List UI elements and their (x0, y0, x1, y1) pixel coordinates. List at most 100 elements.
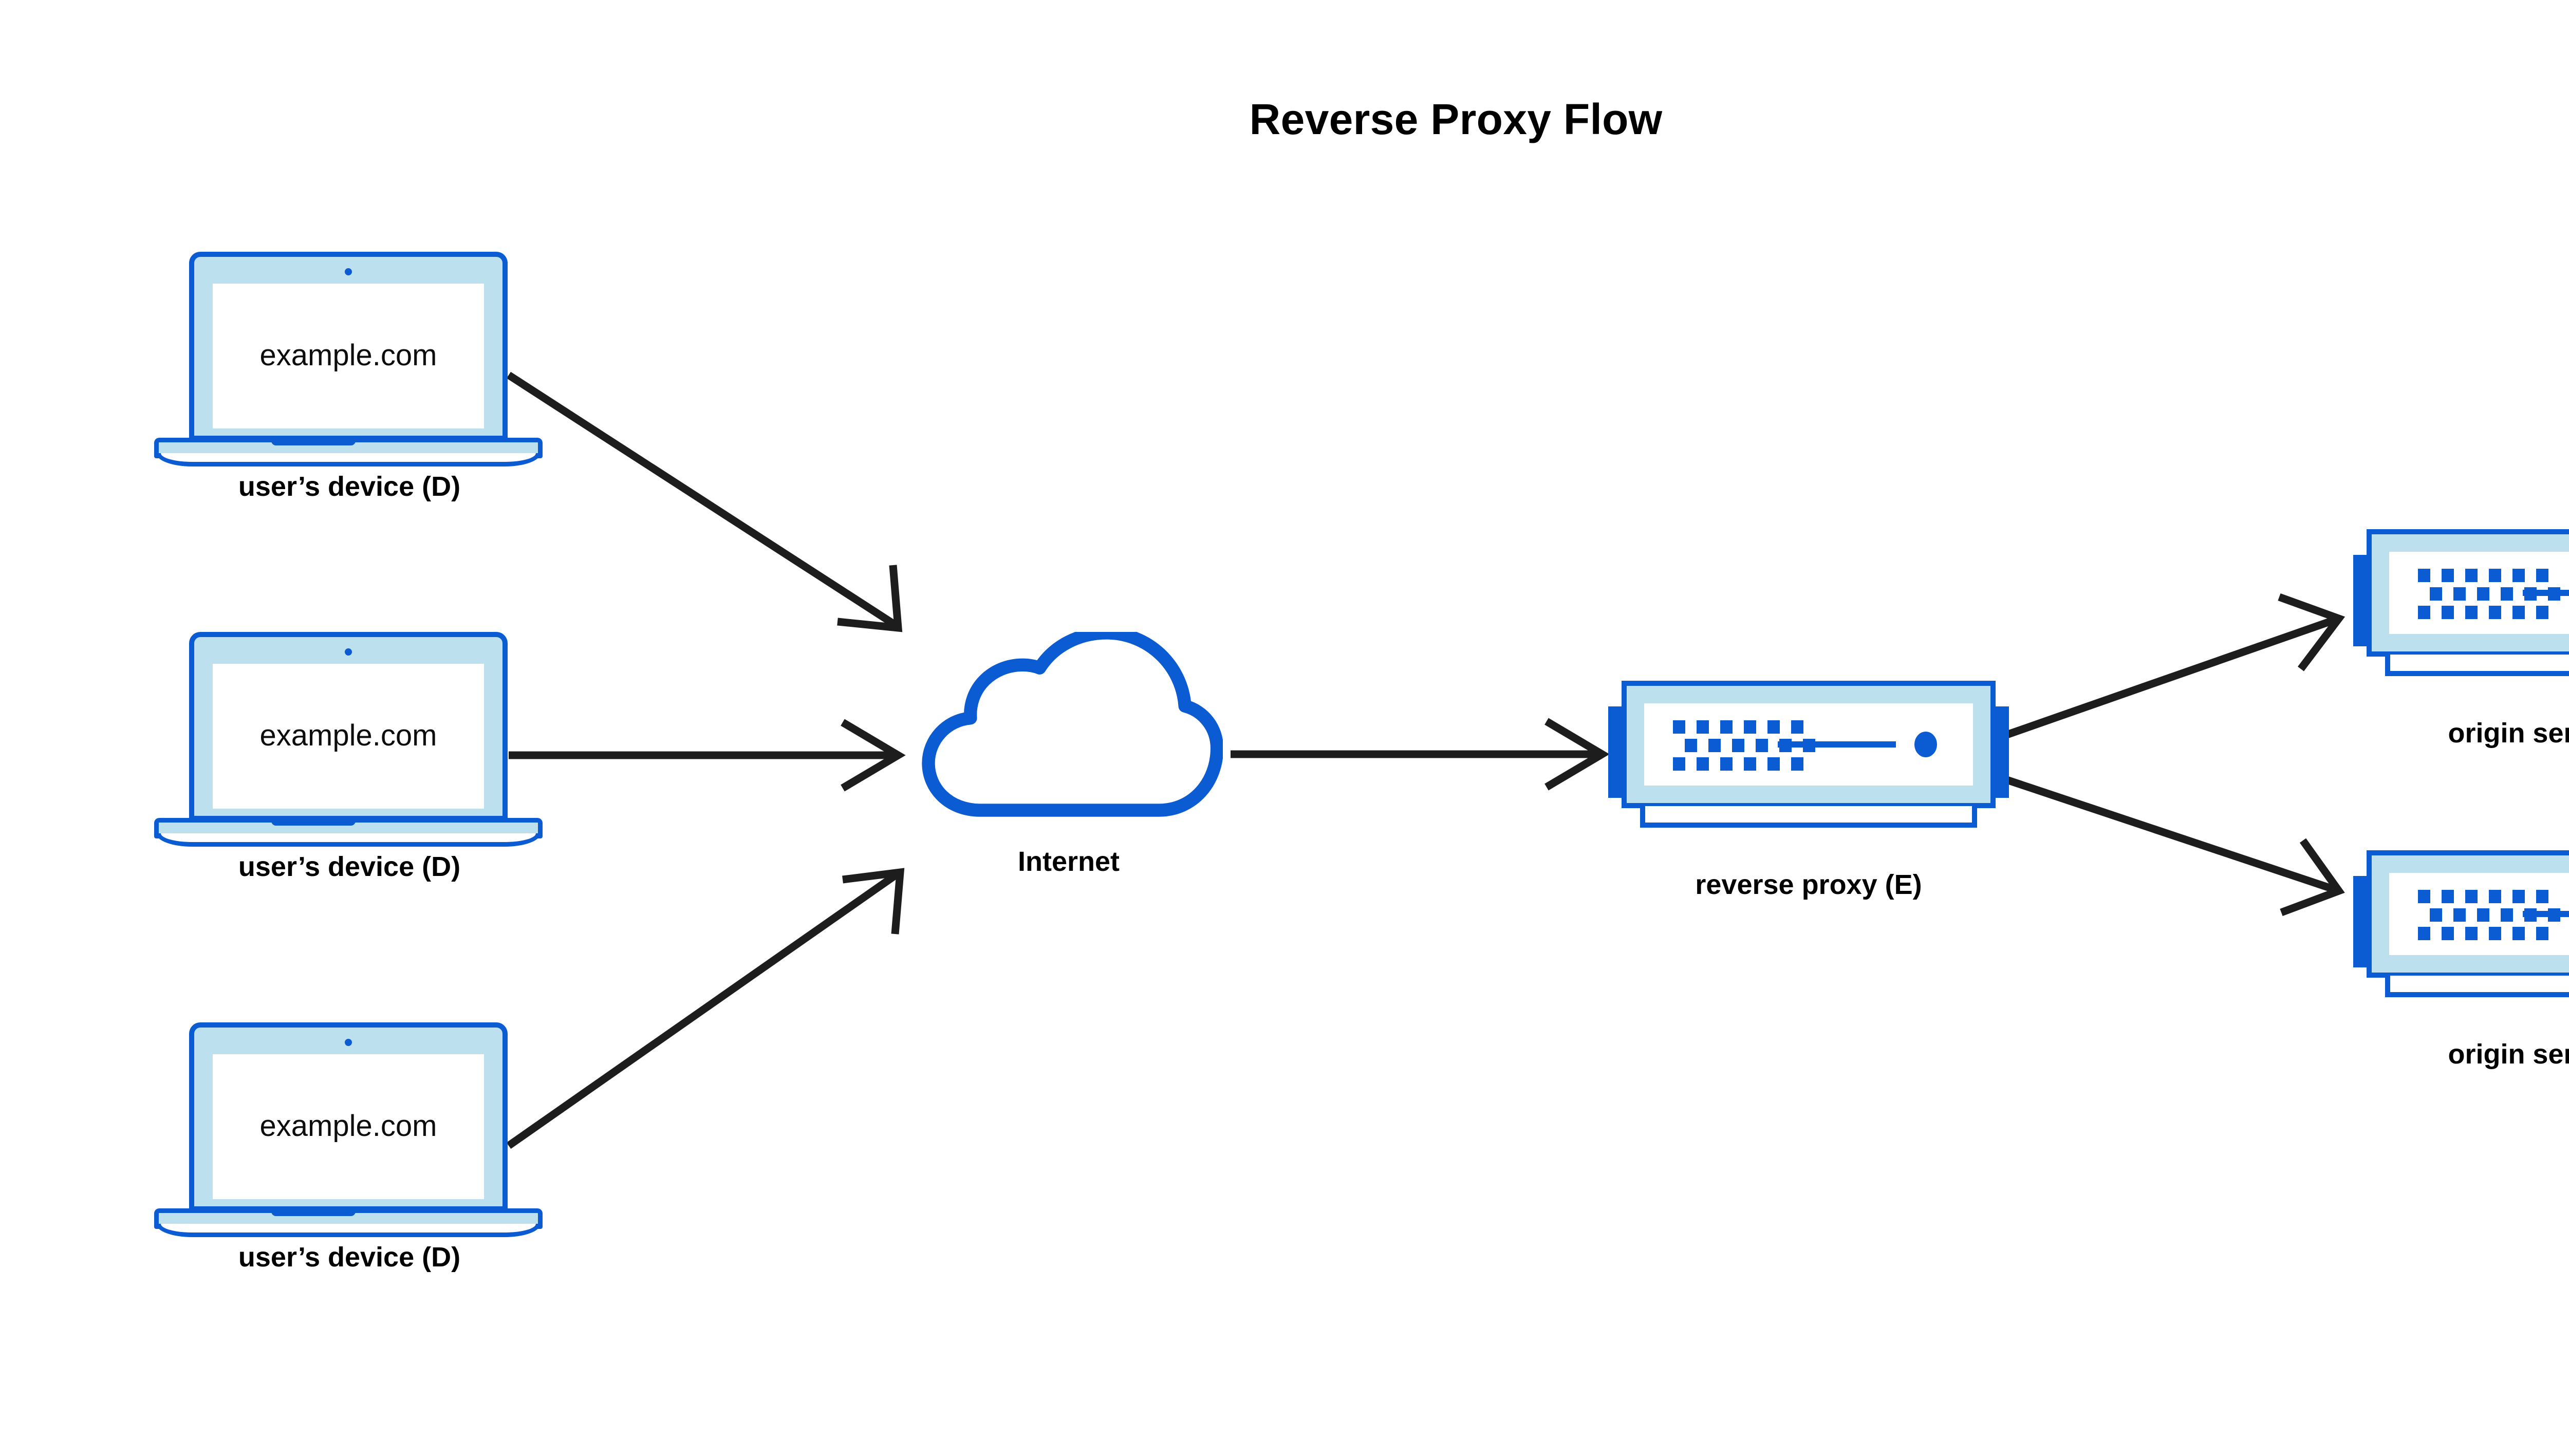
server-port (1673, 757, 1685, 771)
server-port (2512, 569, 2525, 582)
laptop-lid: example.com (189, 1022, 508, 1211)
server-port (2477, 587, 2489, 601)
flow-arrow-device2-to-internet (509, 719, 906, 792)
server-port (2477, 908, 2489, 922)
laptop-screen: example.com (213, 1054, 484, 1199)
server-port (2453, 908, 2466, 922)
server-port (2536, 569, 2548, 582)
laptop-base-foot (156, 833, 541, 847)
node-origin-server-1[interactable]: origin server (F) (2353, 529, 2569, 747)
page-title: Reverse Proxy Flow (1249, 95, 1663, 143)
server-port-row (1673, 739, 1815, 752)
server-port (1720, 757, 1733, 771)
node-caption-origin-server-2: origin server (F) (2448, 1039, 2569, 1070)
server-port-row (1673, 720, 1815, 734)
server-port (2465, 569, 2478, 582)
server-port (2465, 606, 2478, 619)
server-port (1767, 720, 1780, 734)
server-port (1673, 720, 1685, 734)
server-port (2442, 890, 2454, 903)
server-status-bar-icon (2523, 911, 2569, 917)
server-port (1744, 720, 1756, 734)
server-icon (2353, 529, 2569, 678)
server-port (1791, 757, 1803, 771)
flow-arrow-device3-to-internet (506, 868, 905, 1149)
cloud-icon-svg (922, 626, 1224, 817)
laptop-base-notch (271, 818, 356, 826)
server-port-row (1673, 757, 1815, 771)
server-port (2418, 606, 2430, 619)
server-front-panel (1644, 703, 1973, 786)
server-port (2512, 927, 2525, 940)
server-port (2512, 890, 2525, 903)
node-caption-user-device-3: user’s device (D) (238, 1242, 461, 1273)
server-chassis (2367, 529, 2569, 657)
server-port (2465, 890, 2478, 903)
server-chassis (1622, 681, 1996, 808)
laptop-base-notch (271, 438, 356, 445)
laptop-camera-icon (345, 268, 352, 275)
server-port (2536, 927, 2548, 940)
laptop-lid: example.com (189, 252, 508, 441)
node-origin-server-2[interactable]: origin server (F) (2353, 850, 2569, 1068)
laptop-icon: example.com (154, 252, 543, 466)
flow-arrow-proxy-to-origin1 (2005, 593, 2345, 739)
laptop-base-notch (271, 1208, 356, 1216)
server-port (2512, 606, 2525, 619)
server-status-bar-icon (1778, 741, 1896, 748)
server-status-bar-icon (2523, 590, 2569, 596)
server-port (1744, 757, 1756, 771)
flow-arrow-device1-to-internet (506, 371, 903, 632)
server-port-grid-icon (2418, 569, 2560, 619)
server-port (1697, 757, 1709, 771)
server-port (2489, 606, 2501, 619)
laptop-screen: example.com (213, 284, 484, 428)
node-caption-reverse-proxy: reverse proxy (E) (1695, 869, 1922, 900)
flow-arrow-proxy-to-origin2 (2005, 776, 2345, 917)
server-port (2501, 587, 2513, 601)
node-user-device-1[interactable]: example.com user’s device (D) (154, 252, 543, 500)
server-port (2465, 927, 2478, 940)
laptop-camera-icon (345, 648, 352, 656)
node-caption-user-device-1: user’s device (D) (238, 471, 461, 502)
server-port (2418, 927, 2430, 940)
server-port (2536, 890, 2548, 903)
server-port-grid-icon (1673, 720, 1815, 771)
laptop-icon: example.com (154, 632, 543, 847)
laptop-lid: example.com (189, 632, 508, 821)
server-port (2501, 908, 2513, 922)
server-port-row (2418, 606, 2560, 619)
node-caption-origin-server-1: origin server (F) (2448, 718, 2569, 749)
server-port-grid-icon (2418, 890, 2560, 940)
server-port (2430, 587, 2442, 601)
server-port (2442, 927, 2454, 940)
server-port (2418, 569, 2430, 582)
laptop-screen: example.com (213, 664, 484, 809)
server-port (2536, 606, 2548, 619)
server-base-shelf (1640, 806, 1977, 828)
browser-url-text: example.com (259, 339, 437, 372)
server-icon (1608, 681, 2009, 830)
server-port (2442, 569, 2454, 582)
server-port (1708, 739, 1721, 752)
server-port (1791, 720, 1803, 734)
server-port (1720, 720, 1733, 734)
browser-url-text: example.com (259, 719, 437, 752)
server-led-icon (1914, 732, 1937, 757)
node-user-device-2[interactable]: example.com user’s device (D) (154, 632, 543, 881)
laptop-icon: example.com (154, 1022, 543, 1237)
server-port (2442, 606, 2454, 619)
server-port (2489, 927, 2501, 940)
node-reverse-proxy[interactable]: reverse proxy (E) (1608, 681, 2009, 899)
node-internet[interactable]: Internet (915, 626, 1224, 875)
server-port (2430, 908, 2442, 922)
server-chassis (2367, 850, 2569, 978)
server-port (2489, 890, 2501, 903)
server-port (2489, 569, 2501, 582)
server-icon (2353, 850, 2569, 999)
node-user-device-3[interactable]: example.com user’s device (D) (154, 1022, 543, 1271)
server-port-row (2418, 927, 2560, 940)
laptop-base-foot (156, 1224, 541, 1237)
